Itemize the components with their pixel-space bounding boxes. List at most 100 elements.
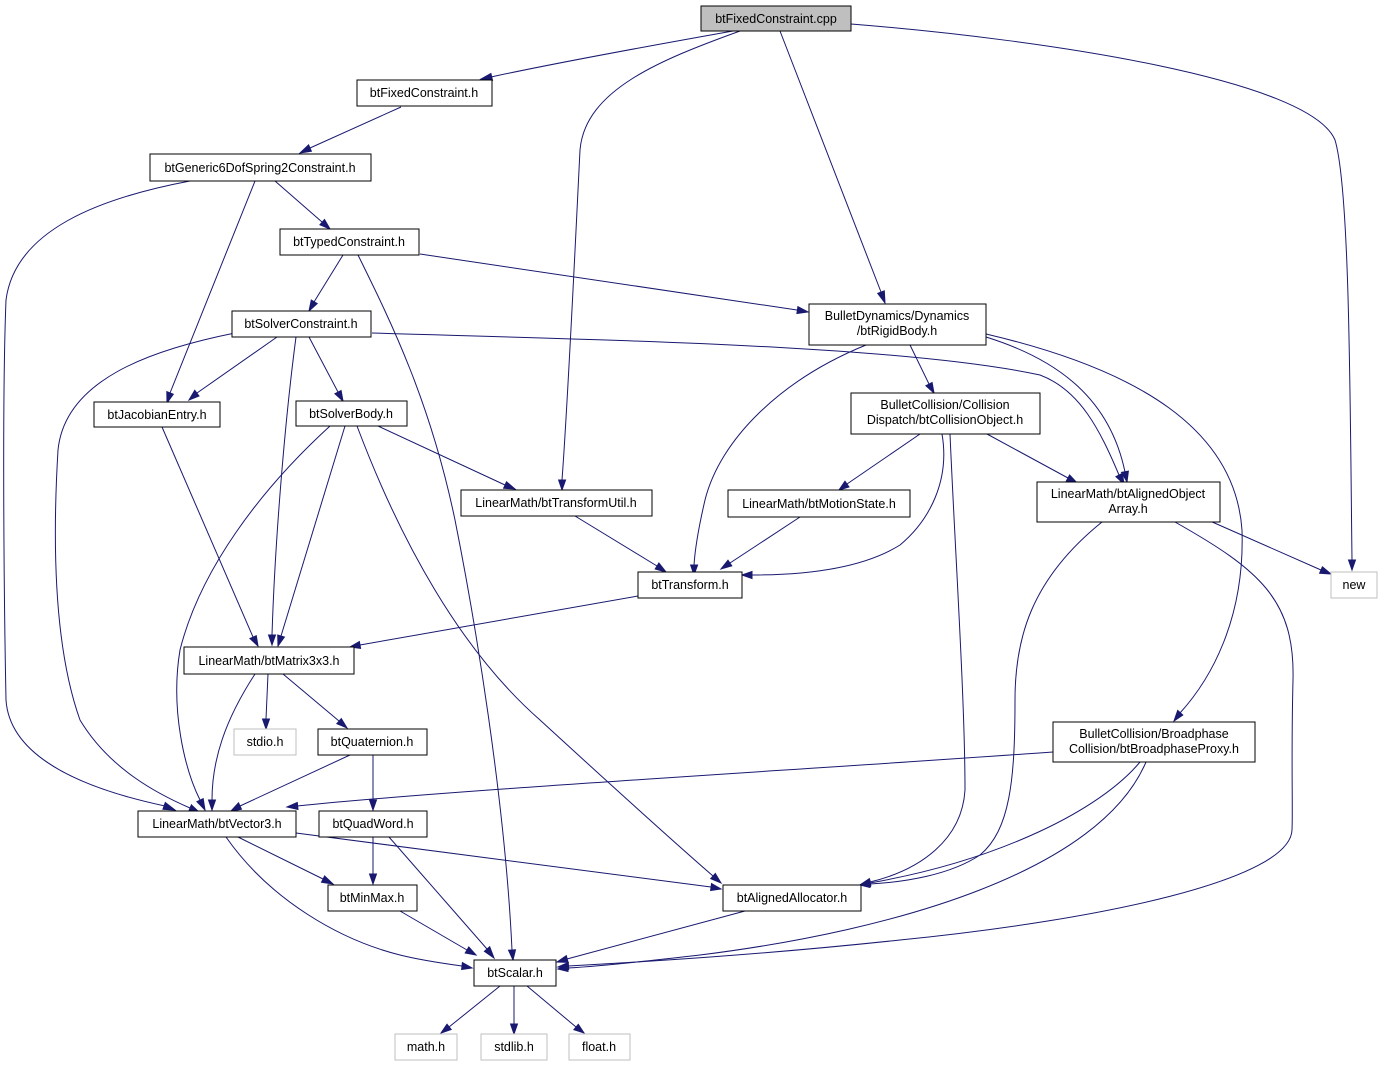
edge-typed-constraint-to-solver-constraint <box>308 254 344 313</box>
node-label: stdlib.h <box>494 1040 534 1054</box>
edge-scalar-to-float <box>526 985 586 1034</box>
edge-solver-body-to-aligned-allocator <box>356 425 723 885</box>
node-float-h[interactable]: float.h <box>568 1033 631 1061</box>
node-label-line1: BulletCollision/Collision <box>880 398 1009 412</box>
edge-quadword-to-scalar <box>388 836 496 960</box>
edge-transform-util-to-transform <box>574 515 668 573</box>
node-bt-solver-body-h[interactable]: btSolverBody.h <box>295 400 408 427</box>
node-label-line1: BulletDynamics/Dynamics <box>825 309 969 323</box>
edge-generic6dof-to-typed-constraint <box>274 180 332 231</box>
node-label: LinearMath/btTransformUtil.h <box>475 496 636 510</box>
edge-solver-constraint-to-jacobian-entry <box>187 336 278 402</box>
node-label: btAlignedAllocator.h <box>737 891 848 905</box>
edge-aligned-allocator-to-scalar <box>555 910 746 963</box>
node-label-line1: BulletCollision/Broadphase <box>1079 727 1228 741</box>
edge-solver-constraint-to-solver-body <box>308 336 344 403</box>
edge-transform-to-matrix3x3 <box>348 595 639 649</box>
edge-quaternion-to-quadword <box>368 755 378 812</box>
edge-quadword-to-minmax <box>368 837 378 886</box>
node-label: btMinMax.h <box>340 891 405 905</box>
node-label: btGeneric6DofSpring2Constraint.h <box>164 161 355 175</box>
node-label: btJacobianEntry.h <box>107 408 206 422</box>
node-label-line1: LinearMath/btAlignedObject <box>1051 487 1206 501</box>
edge-generic6dof-to-jacobian-entry <box>166 180 256 405</box>
edge-root-to-fixed-constraint-h <box>479 30 734 81</box>
edge-matrix3x3-to-quaternion <box>282 673 349 730</box>
edge-generic6dof-to-vector3 <box>3 180 191 811</box>
edge-collision-object-to-aligned-object-array <box>986 433 1080 485</box>
node-bt-typed-constraint-h[interactable]: btTypedConstraint.h <box>279 228 420 256</box>
node-bt-scalar-h[interactable]: btScalar.h <box>473 959 557 987</box>
edge-minmax-to-scalar <box>399 910 478 956</box>
node-linearmath-bt-aligned-object-array-h[interactable]: LinearMath/btAlignedObject Array.h <box>1036 481 1221 523</box>
node-label: math.h <box>407 1040 445 1054</box>
edge-quaternion-to-vector3 <box>229 754 351 812</box>
node-math-h[interactable]: math.h <box>394 1033 458 1061</box>
node-bt-solver-constraint-h[interactable]: btSolverConstraint.h <box>231 310 372 338</box>
node-bt-quaternion-h[interactable]: btQuaternion.h <box>317 728 428 756</box>
node-label: float.h <box>582 1040 616 1054</box>
edge-rigid-body-to-collision-object <box>909 344 935 395</box>
edge-aligned-object-array-to-new <box>1209 520 1333 575</box>
node-label: LinearMath/btMotionState.h <box>742 497 896 511</box>
node-linearmath-bt-matrix3x3-h[interactable]: LinearMath/btMatrix3x3.h <box>183 646 355 675</box>
node-new[interactable]: new <box>1330 571 1378 599</box>
node-stdio-h[interactable]: stdio.h <box>233 728 297 756</box>
node-bullet-collision-collision-object-h[interactable]: BulletCollision/Collision Dispatch/btCol… <box>850 392 1041 435</box>
edge-broadphase-proxy-to-scalar <box>556 761 1147 973</box>
node-label: new <box>1343 578 1367 592</box>
edge-solver-body-to-transform-util <box>377 425 517 490</box>
node-label: btQuadWord.h <box>332 817 413 831</box>
node-label: LinearMath/btVector3.h <box>152 817 281 831</box>
node-bullet-dynamics-rigid-body-h[interactable]: BulletDynamics/Dynamics /btRigidBody.h <box>808 303 987 346</box>
node-label: btQuaternion.h <box>331 735 414 749</box>
edge-vector3-to-minmax <box>237 836 335 885</box>
edge-root-to-transform-util <box>557 30 741 492</box>
edge-collision-object-to-motion-state <box>837 433 921 491</box>
edge-aligned-object-array-to-aligned-allocator <box>858 521 1103 889</box>
edge-vector3-to-aligned-allocator <box>295 832 723 892</box>
edge-fixed-constraint-h-to-generic6dof <box>298 106 402 154</box>
node-label: btTypedConstraint.h <box>293 235 405 249</box>
edge-solver-constraint-to-aligned-object-array <box>371 332 1125 486</box>
node-bt-minmax-h[interactable]: btMinMax.h <box>327 884 418 912</box>
node-bt-jacobian-entry-h[interactable]: btJacobianEntry.h <box>93 401 221 428</box>
edge-root-to-rigid-body <box>779 30 886 305</box>
node-stdlib-h[interactable]: stdlib.h <box>480 1033 548 1061</box>
node-bt-aligned-allocator-h[interactable]: btAlignedAllocator.h <box>722 884 862 912</box>
node-label: btScalar.h <box>487 966 543 980</box>
edge-scalar-to-stdlib <box>509 986 519 1036</box>
node-label-line2: Dispatch/btCollisionObject.h <box>867 413 1023 427</box>
node-label-line2: /btRigidBody.h <box>857 324 937 338</box>
edge-typed-constraint-to-scalar <box>357 254 517 962</box>
node-label: btFixedConstraint.cpp <box>715 12 837 26</box>
node-label-line2: Collision/btBroadphaseProxy.h <box>1069 742 1239 756</box>
edge-scalar-to-math <box>439 985 501 1034</box>
edge-solver-body-to-vector3 <box>176 425 331 812</box>
edge-root-to-new <box>850 23 1357 572</box>
edge-jacobian-entry-to-matrix3x3 <box>161 426 259 648</box>
node-bt-transform-h[interactable]: btTransform.h <box>637 571 743 599</box>
edge-collision-object-to-transform <box>740 433 945 580</box>
edge-vector3-to-scalar <box>225 836 474 971</box>
edge-rigid-body-to-transform <box>689 344 867 577</box>
edge-typed-constraint-to-rigid-body <box>419 253 810 315</box>
node-bt-quadword-h[interactable]: btQuadWord.h <box>318 810 428 838</box>
node-label: btFixedConstraint.h <box>370 86 478 100</box>
edge-rigid-body-to-broadphase-proxy <box>985 333 1243 723</box>
edge-matrix3x3-to-vector3 <box>207 673 256 812</box>
node-linearmath-bt-motion-state-h[interactable]: LinearMath/btMotionState.h <box>727 489 911 518</box>
edge-solver-constraint-to-matrix3x3 <box>267 336 297 647</box>
node-label: btSolverBody.h <box>309 407 393 421</box>
node-linearmath-bt-vector3-h[interactable]: LinearMath/btVector3.h <box>137 810 297 838</box>
node-bullet-collision-broadphase-proxy-h[interactable]: BulletCollision/Broadphase Collision/btB… <box>1052 721 1256 763</box>
node-linearmath-bt-transform-util-h[interactable]: LinearMath/btTransformUtil.h <box>460 489 653 517</box>
node-label: btTransform.h <box>651 578 728 592</box>
node-label-line2: Array.h <box>1108 502 1147 516</box>
node-bt-fixed-constraint-cpp[interactable]: btFixedConstraint.cpp <box>700 5 852 32</box>
node-bt-fixed-constraint-h[interactable]: btFixedConstraint.h <box>356 79 493 107</box>
node-label: btSolverConstraint.h <box>244 317 357 331</box>
node-bt-generic6dof-spring2-constraint-h[interactable]: btGeneric6DofSpring2Constraint.h <box>149 153 372 182</box>
edge-solver-body-to-matrix3x3 <box>277 425 346 648</box>
